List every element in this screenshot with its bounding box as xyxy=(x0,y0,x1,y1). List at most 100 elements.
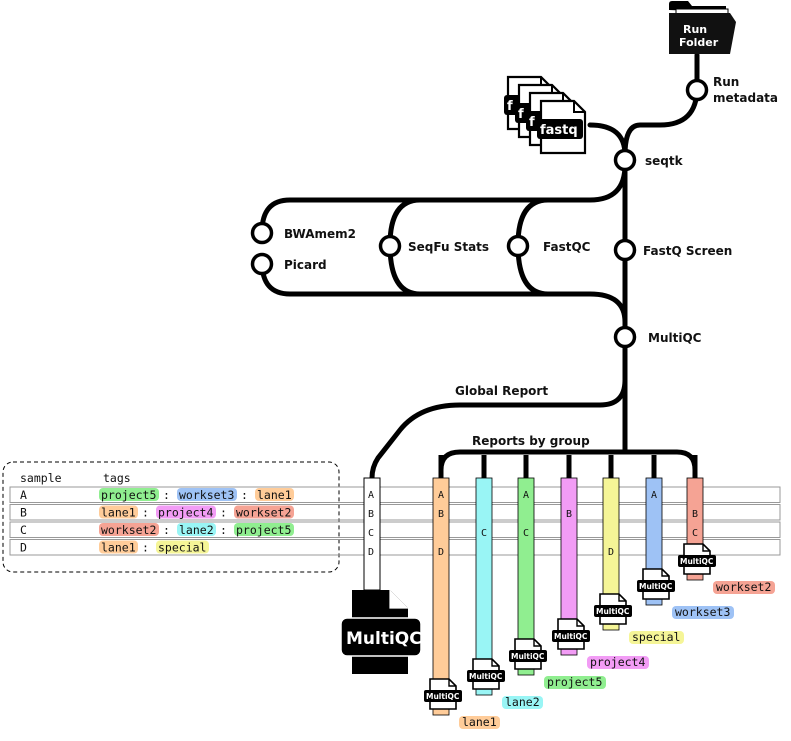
run-metadata-node[interactable] xyxy=(685,78,709,102)
group-tag-pill xyxy=(459,716,500,729)
table-row-bg xyxy=(9,504,781,521)
column-sample-id: C xyxy=(481,528,487,539)
fastq-screen-node[interactable] xyxy=(613,238,637,262)
seqfu-label: SeqFu Stats xyxy=(408,240,489,254)
global-report-band xyxy=(340,617,422,657)
multiqc-report-icon[interactable]: MultiQC xyxy=(509,638,547,670)
tag-label: lane1 xyxy=(101,541,136,555)
report-fold xyxy=(533,639,541,647)
group-tag-label: workset3 xyxy=(675,605,730,619)
reports-by-group-label: Reports by group xyxy=(472,434,590,448)
group-column-bar xyxy=(560,477,578,656)
run-metadata-label-1: Run xyxy=(713,75,739,89)
report-band xyxy=(637,580,675,592)
multiqc-logo-small: MultiQC xyxy=(680,557,714,566)
global-multiqc-report-icon[interactable]: MultiQC xyxy=(340,590,422,674)
seqfu-node[interactable] xyxy=(378,234,402,258)
multiqc-report-icon[interactable]: MultiQC xyxy=(552,618,590,650)
multiqc-logo-small: MultiQC xyxy=(469,672,503,681)
multiqc-report-icon[interactable]: MultiQC xyxy=(678,543,716,575)
multiqc-report-icon[interactable]: MultiQC xyxy=(637,568,675,600)
folder-icon[interactable]: Run Folder xyxy=(669,1,736,54)
multiqc-report-icon[interactable]: MultiQC xyxy=(467,658,505,690)
bwamem2-node[interactable] xyxy=(250,221,274,245)
seqtk-node[interactable] xyxy=(613,148,637,172)
tag-separator: : xyxy=(163,523,170,537)
fastq-screen-label: FastQ Screen xyxy=(643,244,732,258)
group-tag-pill xyxy=(672,606,734,619)
tag-pill xyxy=(177,523,216,536)
tag-separator: : xyxy=(142,506,149,520)
sample-table-border xyxy=(2,461,340,573)
tag-pill xyxy=(234,523,294,536)
group-report-column[interactable]: C MultiQC lane2 xyxy=(467,477,543,709)
table-header-sample: sample xyxy=(20,471,62,485)
column-sample-id: A xyxy=(368,490,374,501)
column-sample-id: A xyxy=(523,490,529,501)
fastqc-node[interactable] xyxy=(506,234,530,258)
column-sample-id: D xyxy=(438,547,444,558)
column-sample-id: B xyxy=(692,509,698,520)
report-fold xyxy=(702,544,710,552)
report-fold xyxy=(618,594,626,602)
group-tag-label: project4 xyxy=(590,655,645,669)
table-row-bg xyxy=(9,539,781,556)
multiqc-logo-small: MultiQC xyxy=(511,652,545,661)
multiqc-logo-small: MultiQC xyxy=(554,632,588,641)
group-tag-pill xyxy=(629,631,684,644)
tag-label: project5 xyxy=(101,488,156,502)
table-row-bg xyxy=(9,486,781,503)
sample-id: D xyxy=(20,541,27,555)
multiqc-report-icon[interactable]: MultiQC xyxy=(594,593,632,625)
tag-label: lane1 xyxy=(257,488,292,502)
seqtk-label: seqtk xyxy=(645,154,684,168)
column-sample-id: A xyxy=(651,490,657,501)
multiqc-node[interactable] xyxy=(613,325,637,349)
report-band xyxy=(467,670,505,682)
group-column-bar xyxy=(602,477,620,631)
column-sample-id: C xyxy=(523,528,529,539)
tag-label: lane1 xyxy=(101,506,136,520)
column-sample-id: A xyxy=(438,490,444,501)
fastq-file-label: f xyxy=(507,99,513,114)
tag-label: project4 xyxy=(158,506,213,520)
multiqc-logo-large: MultiQC xyxy=(346,629,422,649)
tag-pill xyxy=(99,523,159,536)
tag-separator: : xyxy=(163,488,170,502)
pipeline-lines xyxy=(259,52,700,481)
report-band xyxy=(594,605,632,617)
group-column-bar xyxy=(432,477,450,716)
column-sample-id: D xyxy=(608,547,614,558)
tag-pill xyxy=(99,505,138,519)
table-row-bg xyxy=(9,521,781,538)
group-column-bar xyxy=(475,477,493,696)
multiqc-report-icon[interactable]: MultiQC xyxy=(424,678,462,710)
fastq-file-label: f xyxy=(529,115,535,130)
fastq-file-label: fastq xyxy=(540,123,578,138)
report-fold xyxy=(661,569,669,577)
picard-node[interactable] xyxy=(250,252,274,276)
tag-label: workset3 xyxy=(179,488,234,502)
group-tag-label: lane2 xyxy=(505,695,540,709)
tag-separator: : xyxy=(220,523,227,537)
group-tag-pill xyxy=(544,676,606,689)
tag-pill xyxy=(156,505,216,519)
multiqc-logo-small: MultiQC xyxy=(426,692,460,701)
report-band xyxy=(424,690,462,702)
tag-pill xyxy=(255,488,294,501)
global-report-label: Global Report xyxy=(455,384,548,398)
bwamem2-label: BWAmem2 xyxy=(284,227,356,241)
